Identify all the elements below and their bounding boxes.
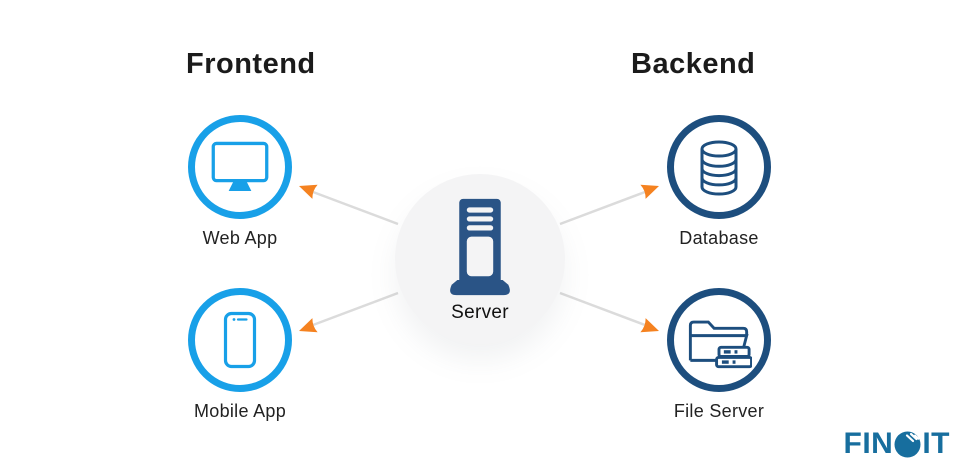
connector-server-to-file-server	[559, 291, 646, 327]
connector-server-to-mobile-app	[312, 291, 399, 327]
backend-heading: Backend	[631, 48, 756, 80]
database-label: Database	[679, 228, 759, 248]
arrowhead-file-server	[640, 318, 659, 333]
web-app-circle	[188, 115, 292, 219]
frontend-heading: Frontend	[186, 48, 316, 80]
node-web-app: Web App	[170, 115, 310, 249]
node-mobile-app: Mobile App	[170, 288, 310, 422]
arrowhead-web-app	[299, 184, 318, 199]
file-server-label: File Server	[673, 401, 765, 421]
logo-text-fin: FIN	[843, 427, 894, 460]
server-tower-icon	[450, 198, 510, 295]
mobile-app-label: Mobile App	[193, 401, 287, 421]
monitor-icon	[211, 141, 269, 192]
mobile-app-circle	[188, 288, 292, 392]
server-label: Server	[451, 301, 509, 323]
node-file-server: File Server	[649, 288, 789, 422]
logo-text-it: IT	[922, 427, 950, 460]
arrowhead-database	[640, 184, 659, 199]
smartphone-icon	[223, 311, 257, 369]
fingerprint-circle-icon	[894, 431, 921, 457]
web-app-label: Web App	[202, 228, 278, 248]
database-circle	[667, 115, 771, 219]
file-server-circle	[667, 288, 771, 392]
arrowhead-mobile-app	[299, 318, 318, 333]
finoit-logo: FIN IT	[844, 429, 951, 459]
node-server: Server	[395, 174, 565, 344]
connector-server-to-web-app	[312, 190, 399, 226]
node-database: Database	[649, 115, 789, 249]
database-icon	[700, 140, 738, 195]
folder-server-icon	[688, 320, 752, 369]
connector-server-to-database	[559, 190, 646, 226]
